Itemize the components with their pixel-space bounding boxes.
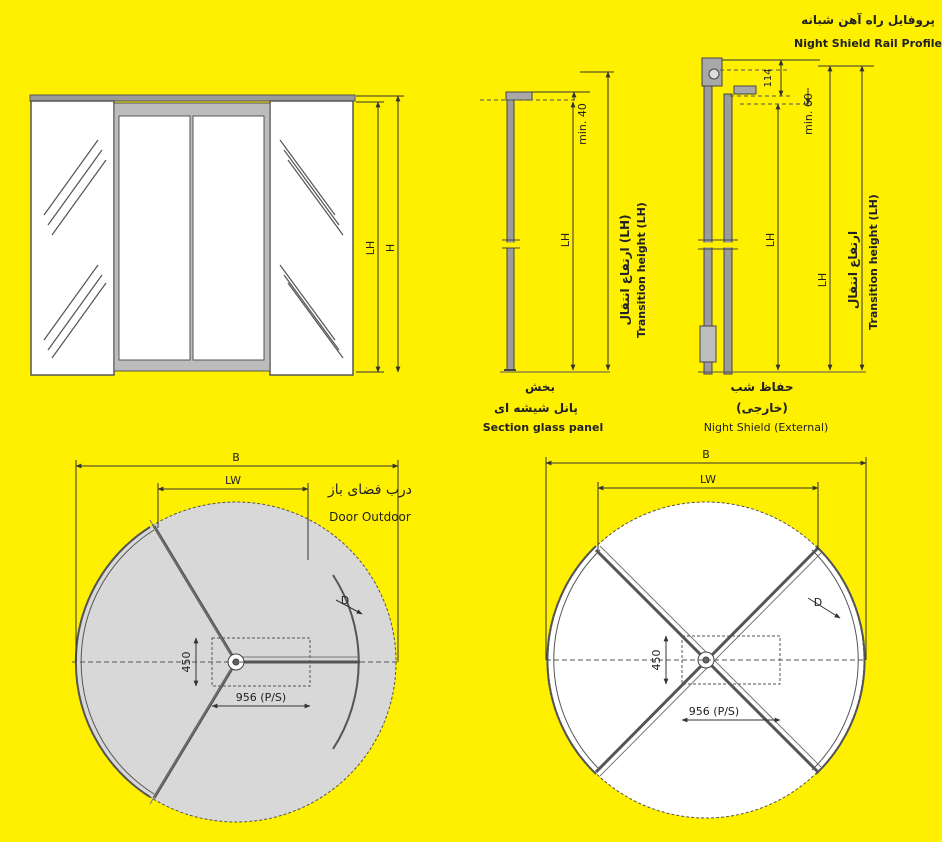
plan3-d-label: D [341, 594, 349, 607]
plan4-lw-dim [597, 482, 819, 550]
night-height-fa: ارتفاع انتقال [846, 231, 860, 309]
plan-three-wing [72, 460, 400, 823]
section-height-fa: ارتفاع انتقال (LH) [618, 215, 632, 326]
night-rail-en: Night Shield Rail Profile [794, 37, 942, 50]
center-left-leaf [118, 115, 191, 361]
section-lh-label: LH [559, 233, 572, 247]
section-top-profile [505, 91, 533, 101]
section-transition-dim [580, 71, 614, 371]
plan3-956-label: 956 (P/S) [236, 691, 286, 704]
section-glass-panel [480, 71, 614, 373]
front-elevation [29, 94, 404, 376]
plan3-450-label: 450 [180, 652, 193, 673]
night-lh-label: LH [764, 233, 777, 247]
h-dimension [356, 95, 404, 373]
plan4-450-label: 450 [650, 650, 663, 671]
top-canopy [29, 94, 356, 102]
night-min60-label: min. 60 [802, 93, 815, 135]
night-outer-post [703, 85, 713, 375]
night-lh-outer-dim [818, 65, 874, 371]
section-label-fa-2: پانل شیشه ای [494, 401, 578, 415]
plan3-lw-dim [157, 483, 309, 560]
plan4-b-dim [545, 457, 867, 660]
section-min40-label: min. 40 [576, 103, 589, 145]
plan3-d-dim [335, 599, 363, 615]
plan3-outdoor-fa: درب فضای باز [327, 482, 412, 498]
night-inner-post [723, 93, 733, 375]
section-label-fa-1: بخش [525, 380, 555, 394]
plan4-d-label: D [814, 596, 822, 609]
plan4-lw-label: LW [700, 473, 716, 486]
plan4-b-label: B [702, 448, 710, 461]
plan4-956-label: 956 (P/S) [689, 705, 739, 718]
front-lh-label: LH [364, 241, 377, 255]
right-fixed-panel [269, 100, 354, 376]
night-lh-outer-label: LH [816, 273, 829, 287]
night-114-dim [722, 59, 820, 97]
lh-dimension [356, 101, 384, 373]
night-label-fa-1: حفاظ شب [731, 380, 794, 394]
night-114-label: 114 [763, 68, 774, 87]
glass-reflection-lines [43, 139, 344, 359]
front-h-label: H [384, 244, 397, 252]
left-fixed-panel [30, 100, 115, 376]
night-label-fa-2: (خارجی) [736, 401, 788, 415]
section-glass-post [506, 99, 515, 371]
plan-four-wing [545, 457, 867, 819]
center-right-leaf [192, 115, 265, 361]
plan3-b-label: B [232, 451, 240, 464]
night-rail-fa: پروفایل راه آهن شبانه [801, 12, 935, 28]
section-min40-dim [532, 91, 590, 100]
night-shield-section [698, 57, 874, 375]
section-height-en: Transition height (LH) [635, 202, 648, 338]
plan4-right-wall [815, 545, 866, 775]
plan4-d-dim [807, 597, 841, 619]
plan3-outdoor-en: Door Outdoor [329, 510, 411, 524]
section-label-en: Section glass panel [483, 421, 604, 434]
plan3-lw-label: LW [225, 474, 241, 487]
night-label-en: Night Shield (External) [704, 421, 829, 434]
night-height-en: Transition height (LH) [867, 194, 880, 330]
plan3-b-dim [75, 460, 399, 662]
